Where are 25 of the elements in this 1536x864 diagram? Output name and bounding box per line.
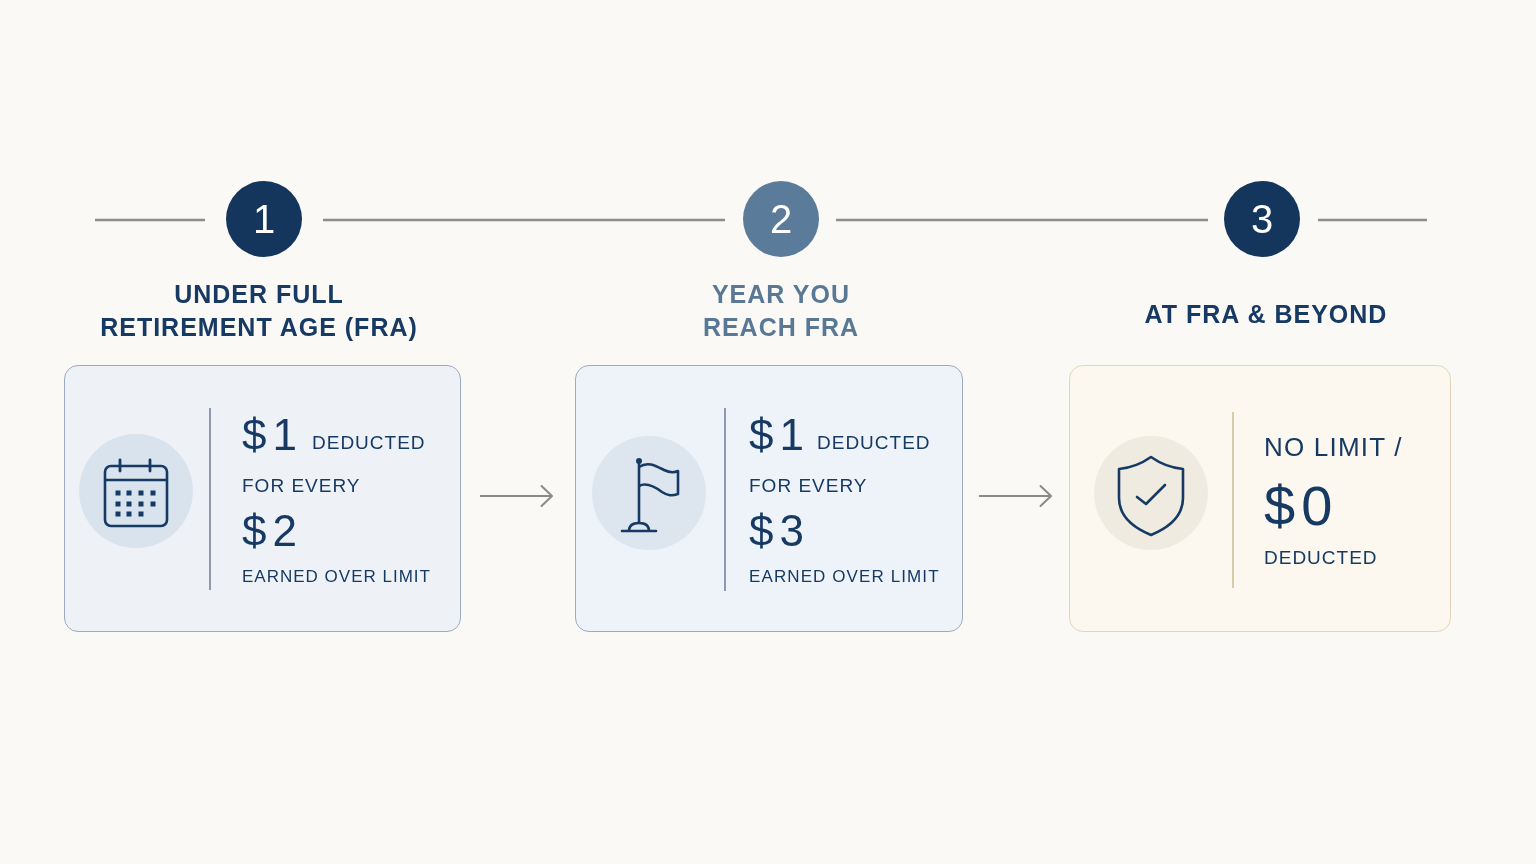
timeline-line (836, 218, 1208, 222)
dollar-amount: $0 (1264, 478, 1339, 534)
step-heading: YEAR YOU REACH FRA (701, 278, 861, 343)
dollar-amount: $1 (749, 413, 810, 457)
step-number: 3 (1250, 199, 1274, 239)
card-text: DEDUCTED (312, 432, 426, 452)
step-heading: AT FRA & BEYOND (1143, 298, 1389, 330)
card-text: NO LIMIT / (1264, 434, 1403, 460)
arrow (978, 485, 1052, 507)
dollar-amount: $3 (749, 509, 810, 553)
card-text: FOR EVERY (749, 475, 868, 495)
card-text: DEDUCTED (1264, 547, 1378, 567)
timeline-line (95, 218, 205, 222)
step-heading: UNDER FULL RETIREMENT AGE (FRA) (99, 278, 419, 343)
step-number: 2 (769, 199, 793, 239)
timeline-line (1318, 218, 1427, 222)
step-number: 1 (252, 199, 276, 239)
card-text: DEDUCTED (817, 432, 931, 452)
arrow (479, 485, 553, 507)
dollar-amount: $1 (242, 413, 303, 457)
card-text: EARNED OVER LIMIT (242, 567, 431, 585)
timeline-line (323, 218, 725, 222)
dollar-amount: $2 (242, 509, 303, 553)
card-text: EARNED OVER LIMIT (749, 567, 940, 585)
card-text: FOR EVERY (242, 475, 361, 495)
